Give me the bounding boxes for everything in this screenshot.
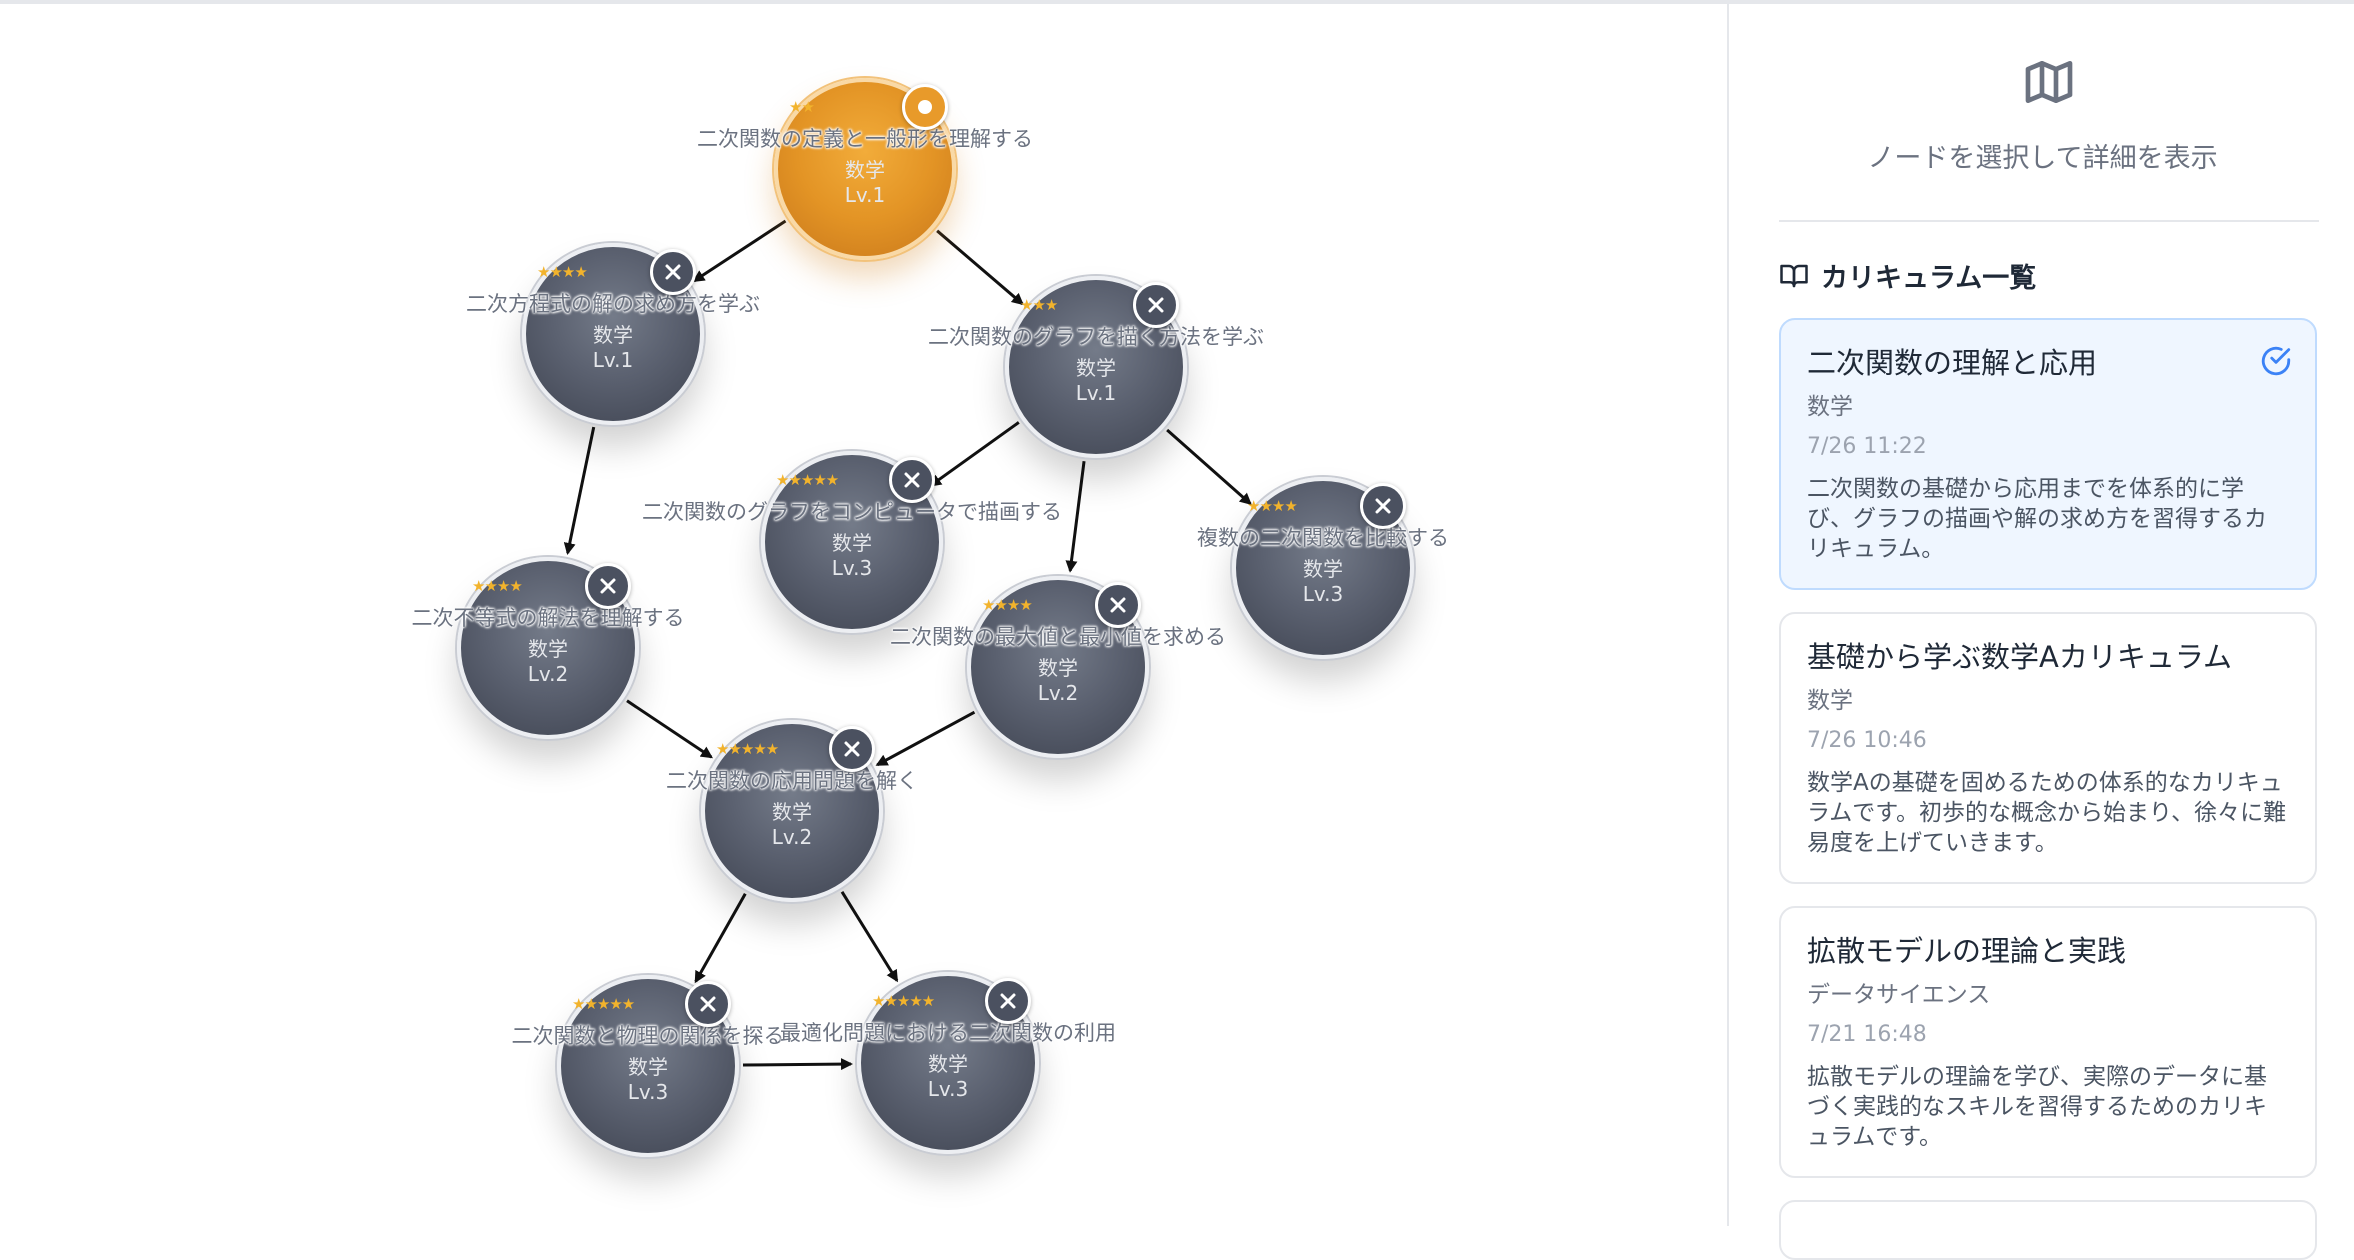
curriculum-card[interactable]: 基礎から学ぶ数学Aカリキュラム 数学 7/26 10:46 数学Aの基礎を固める… <box>1779 612 2317 884</box>
node-subject: 数学 <box>772 800 812 824</box>
graph-edge <box>1166 428 1252 506</box>
curriculum-title: 拡散モデルの理論と実践 <box>1807 934 2127 968</box>
map-icon <box>2025 61 2073 103</box>
difficulty-stars: ★★★★★ <box>776 471 839 489</box>
node-level: Lv.1 <box>1075 381 1117 405</box>
node-subject: 数学 <box>1303 557 1343 581</box>
graph-edge <box>1065 461 1086 573</box>
top-border <box>0 0 2354 4</box>
curriculum-date: 7/21 16:48 <box>1807 1022 1927 1047</box>
curriculum-title: 二次関数の理解と応用 <box>1807 346 2098 380</box>
difficulty-stars: ★★★★ <box>472 577 523 595</box>
node-level: Lv.1 <box>844 183 886 207</box>
curriculum-description: 拡散モデルの理論を学び、実際のデータに基づく実践的なスキルを習得するためのカリキ… <box>1807 1064 2267 1150</box>
node-level: Lv.3 <box>627 1080 669 1104</box>
active-indicator-icon[interactable] <box>902 84 948 130</box>
close-icon[interactable] <box>585 563 631 609</box>
graph-edge <box>694 892 747 984</box>
curriculum-subject: 数学 <box>1807 394 1853 420</box>
curriculum-title: 基礎から学ぶ数学Aカリキュラム <box>1807 640 2232 674</box>
curriculum-description: 数学Aの基礎を固めるための体系的なカリキュラムです。初歩的な概念から始まり、徐々… <box>1807 770 2287 856</box>
node-subject: 数学 <box>593 323 633 347</box>
curriculum-subject: 数学 <box>1807 688 1853 714</box>
graph-edge <box>626 699 714 759</box>
node-subject: 数学 <box>832 531 872 555</box>
close-icon[interactable] <box>650 249 696 295</box>
graph-edge <box>692 219 787 283</box>
curriculum-list-header: カリキュラム一覧 <box>1779 256 2036 295</box>
node-level: Lv.2 <box>1037 681 1079 705</box>
difficulty-stars: ★★★ <box>1020 296 1058 314</box>
check-circle-icon <box>2261 346 2291 376</box>
graph-edges <box>563 219 1252 1071</box>
node-level: Lv.2 <box>771 825 813 849</box>
close-icon[interactable] <box>985 978 1031 1024</box>
close-icon[interactable] <box>889 457 935 503</box>
graph-edge <box>929 421 1020 487</box>
node-subject: 数学 <box>1076 356 1116 380</box>
select-node-hint: ノードを選択して詳細を表示 <box>1867 143 2218 174</box>
node-level: Lv.3 <box>831 556 873 580</box>
curriculum-subject: データサイエンス <box>1807 982 1991 1008</box>
graph-edge <box>742 1058 854 1071</box>
detail-panel: ノードを選択して詳細を表示 カリキュラム一覧 二次関数の理解と応用 数学 7/2… <box>1727 4 2354 1260</box>
node-level: Lv.1 <box>592 348 634 372</box>
node-level: Lv.3 <box>1302 582 1344 606</box>
difficulty-stars: ★★★★ <box>982 596 1033 614</box>
graph-edge <box>936 229 1024 306</box>
curriculum-date: 7/26 11:22 <box>1807 434 1927 459</box>
node-subject: 数学 <box>845 158 885 182</box>
node-subject: 数学 <box>1038 656 1078 680</box>
curriculum-card[interactable]: 拡散モデルの理論と実践 データサイエンス 7/21 16:48 拡散モデルの理論… <box>1779 906 2317 1178</box>
difficulty-stars: ★★★★ <box>537 263 588 281</box>
graph-edge <box>875 710 976 767</box>
difficulty-stars: ★★★★ <box>1247 497 1298 515</box>
difficulty-stars: ★★★★★ <box>572 995 635 1013</box>
book-icon <box>1780 264 1808 287</box>
node-level: Lv.3 <box>927 1077 969 1101</box>
curriculum-date: 7/26 10:46 <box>1807 728 1927 753</box>
curriculum-description: 二次関数の基礎から応用までを体系的に学び、グラフの描画や解の求め方を習得するカリ… <box>1807 476 2267 562</box>
close-icon[interactable] <box>1095 582 1141 628</box>
divider <box>1779 220 2319 222</box>
node-subject: 数学 <box>628 1055 668 1079</box>
difficulty-stars: ★★★★★ <box>872 992 935 1010</box>
node-subject: 数学 <box>928 1052 968 1076</box>
curriculum-card-partial[interactable] <box>1779 1200 2317 1260</box>
node-subject: 数学 <box>528 637 568 661</box>
graph-edge <box>840 890 899 983</box>
section-title: カリキュラム一覧 <box>1821 263 2037 294</box>
graph-edge <box>563 426 596 555</box>
difficulty-stars: ★★ <box>789 98 815 116</box>
curriculum-card[interactable]: 二次関数の理解と応用 数学 7/26 11:22 二次関数の基礎から応用までを体… <box>1779 318 2317 590</box>
close-icon[interactable] <box>829 726 875 772</box>
node-level: Lv.2 <box>527 662 569 686</box>
close-icon[interactable] <box>685 981 731 1027</box>
difficulty-stars: ★★★★★ <box>716 740 779 758</box>
close-icon[interactable] <box>1360 483 1406 529</box>
close-icon[interactable] <box>1133 282 1179 328</box>
